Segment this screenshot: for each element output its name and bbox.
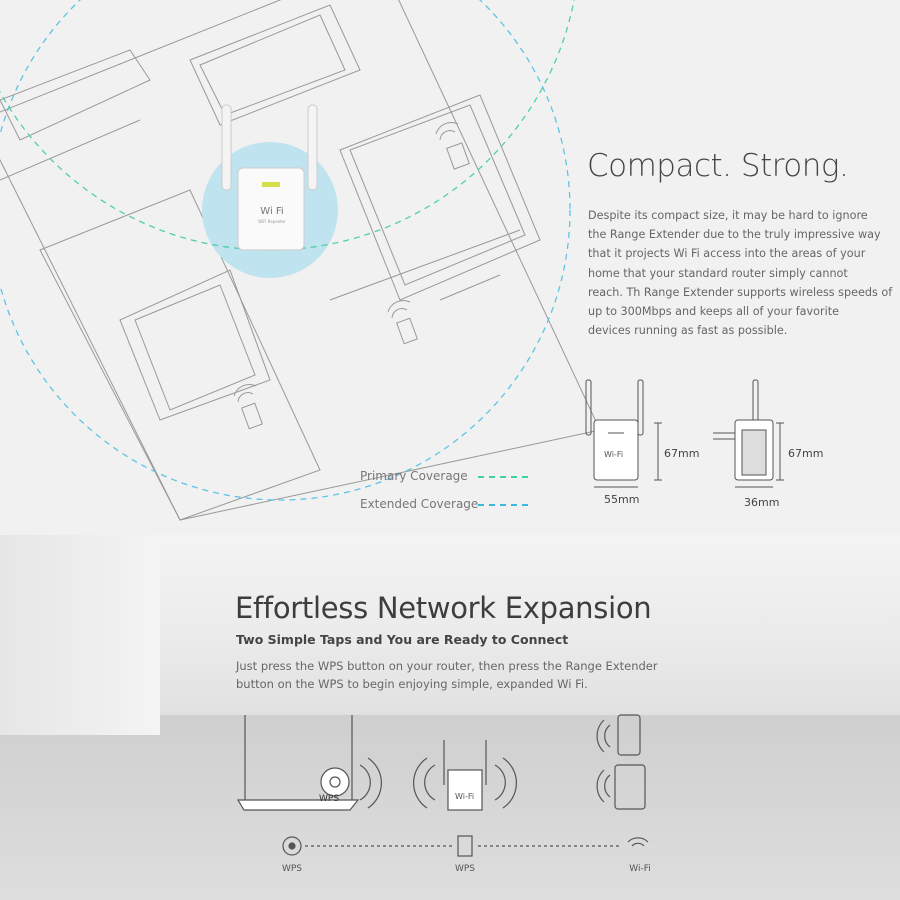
step-wps-label: WPS [281, 864, 303, 874]
router-icon [236, 715, 382, 811]
paragraph-line: the Range Extender due to the truly impr… [588, 228, 881, 242]
tablet-icon [596, 764, 646, 810]
router-wps-label: WPS [319, 794, 340, 804]
floor-plan-illustration [0, 0, 601, 521]
front-height-dimension: 67mm [664, 447, 700, 460]
network-expansion-section: Effortless Network Expansion Two Simple … [0, 535, 900, 900]
front-view-label: Wi-Fi [604, 450, 624, 459]
paragraph-line: up to 300Mbps and keeps all of your favo… [588, 305, 839, 319]
expansion-subtitle: Two Simple Taps and You are Ready to Con… [236, 632, 569, 647]
paragraph-line: that it projects Wi Fi access into the a… [588, 247, 866, 261]
paragraph-line: reach. Th Range Extender supports wirele… [588, 285, 893, 299]
wps-button-icon [282, 836, 302, 856]
extender-wifi-label: Wi-Fi [455, 792, 475, 801]
floor-plan-lines [0, 0, 601, 521]
wifi-icon [627, 837, 649, 847]
side-width-dimension: 36mm [744, 496, 780, 509]
compact-paragraph: Despite its compact size, it may be hard… [588, 206, 892, 340]
paragraph-line: home that your standard router simply ca… [588, 266, 848, 280]
dimension-drawings [585, 379, 784, 488]
extender-icon [413, 740, 517, 811]
expansion-title: Effortless Network Expansion [235, 591, 652, 625]
phone-icon [596, 714, 641, 756]
expansion-body: Just press the WPS button on your router… [236, 657, 658, 693]
background-window [0, 535, 160, 735]
legend-extended-line [478, 504, 528, 506]
body-line: button on the WPS to begin enjoying simp… [236, 677, 588, 691]
side-height-dimension: 67mm [788, 447, 824, 460]
paragraph-line: devices running as fast as possible. [588, 324, 788, 338]
connection-diagram [236, 714, 649, 857]
front-width-dimension: 55mm [604, 493, 640, 506]
compact-strong-section: Wi Fi WiFi Repeater Compact. Strong. Des… [0, 0, 900, 535]
step-wifi-label: Wi-Fi [629, 864, 651, 874]
range-extender-device [221, 104, 318, 251]
legend-primary-line [478, 476, 528, 478]
step-extender-label: WPS [454, 864, 476, 874]
legend-primary-label: Primary Coverage [360, 469, 468, 483]
compact-title: Compact. Strong. [587, 148, 849, 184]
legend-extended-label: Extended Coverage [360, 497, 479, 511]
device-wifi-label: Wi Fi [260, 206, 284, 217]
extended-coverage-circle [0, 0, 571, 501]
body-line: Just press the WPS button on your router… [236, 659, 658, 673]
step-extender-icon [457, 835, 473, 857]
paragraph-line: Despite its compact size, it may be hard… [588, 209, 868, 222]
device-sublabel: WiFi Repeater [258, 219, 286, 224]
